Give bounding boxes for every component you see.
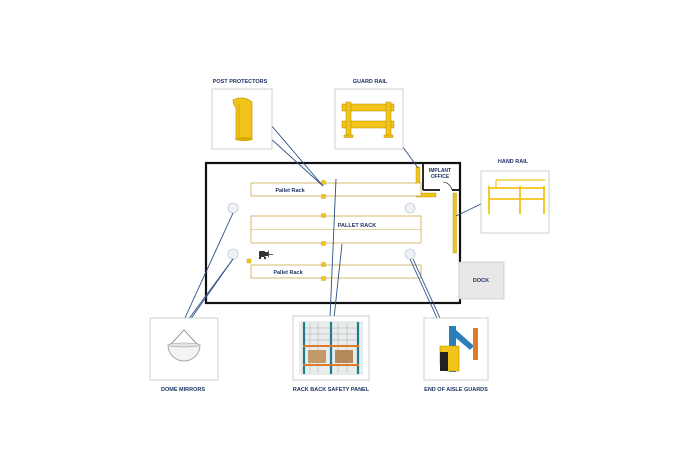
post-protector-mark: [321, 276, 326, 281]
callout-post-protectors: POST PROTECTORS: [211, 79, 273, 150]
rack-back-panel-image: [299, 321, 363, 375]
post-protector-image: [232, 97, 253, 141]
warehouse-outline: [204, 161, 462, 305]
guard-rail-frame: [334, 88, 404, 150]
pallet-rack-middle: PALLET RACK: [250, 215, 422, 244]
dome-mirror-marker: [404, 248, 416, 260]
post-protector-mark: [321, 194, 326, 199]
post-protector-mark: [321, 262, 326, 267]
guard-rail-label: GUARD RAIL: [353, 79, 388, 85]
dock-label: DOCK: [473, 278, 489, 284]
post-protector-mark: [321, 241, 326, 246]
pallet-rack-bottom-label: Pallet Rack: [273, 270, 303, 276]
pallet-rack-middle-label: PALLET RACK: [338, 223, 376, 229]
callout-hand-rail: HAND RAIL: [480, 159, 550, 234]
callout-rack-back-safety-panel: RACK BACK SAFETY PANEL: [292, 315, 370, 393]
dome-mirror-image: [167, 329, 201, 362]
hand-rail-label: HAND RAIL: [498, 159, 529, 165]
hand-rail-image: [488, 179, 545, 214]
pallet-rack-top-label: Pallet Rack: [275, 188, 305, 194]
hand-rail-segment: [452, 192, 457, 254]
end-of-aisle-guard-image: [439, 326, 478, 372]
dome-mirrors-label: DOME MIRRORS: [161, 387, 205, 393]
dock: DOCK: [458, 261, 505, 300]
callout-dome-mirrors: DOME MIRRORS: [149, 317, 219, 393]
dome-mirrors-frame: [149, 317, 219, 381]
dome-mirror-marker: [227, 202, 239, 214]
hand-rail-frame: [480, 170, 550, 234]
post-protector-mark: [321, 213, 326, 218]
post-protectors-label: POST PROTECTORS: [213, 79, 268, 85]
guard-rail-image: [341, 101, 395, 138]
end-of-aisle-guard-mark: [246, 258, 252, 264]
pallet-rack-bottom: Pallet Rack: [250, 264, 422, 279]
callout-end-of-aisle-guards: END OF AISLE GUARDS: [423, 317, 489, 393]
end-of-aisle-guards-label: END OF AISLE GUARDS: [424, 387, 488, 393]
post-protector-mark: [321, 180, 326, 185]
rack-back-safety-panel-label: RACK BACK SAFETY PANEL: [293, 387, 370, 393]
forklift-icon: [258, 250, 273, 260]
callout-guard-rail: GUARD RAIL: [334, 79, 404, 150]
dome-mirror-marker: [227, 248, 239, 260]
dome-mirror-marker: [404, 202, 416, 214]
